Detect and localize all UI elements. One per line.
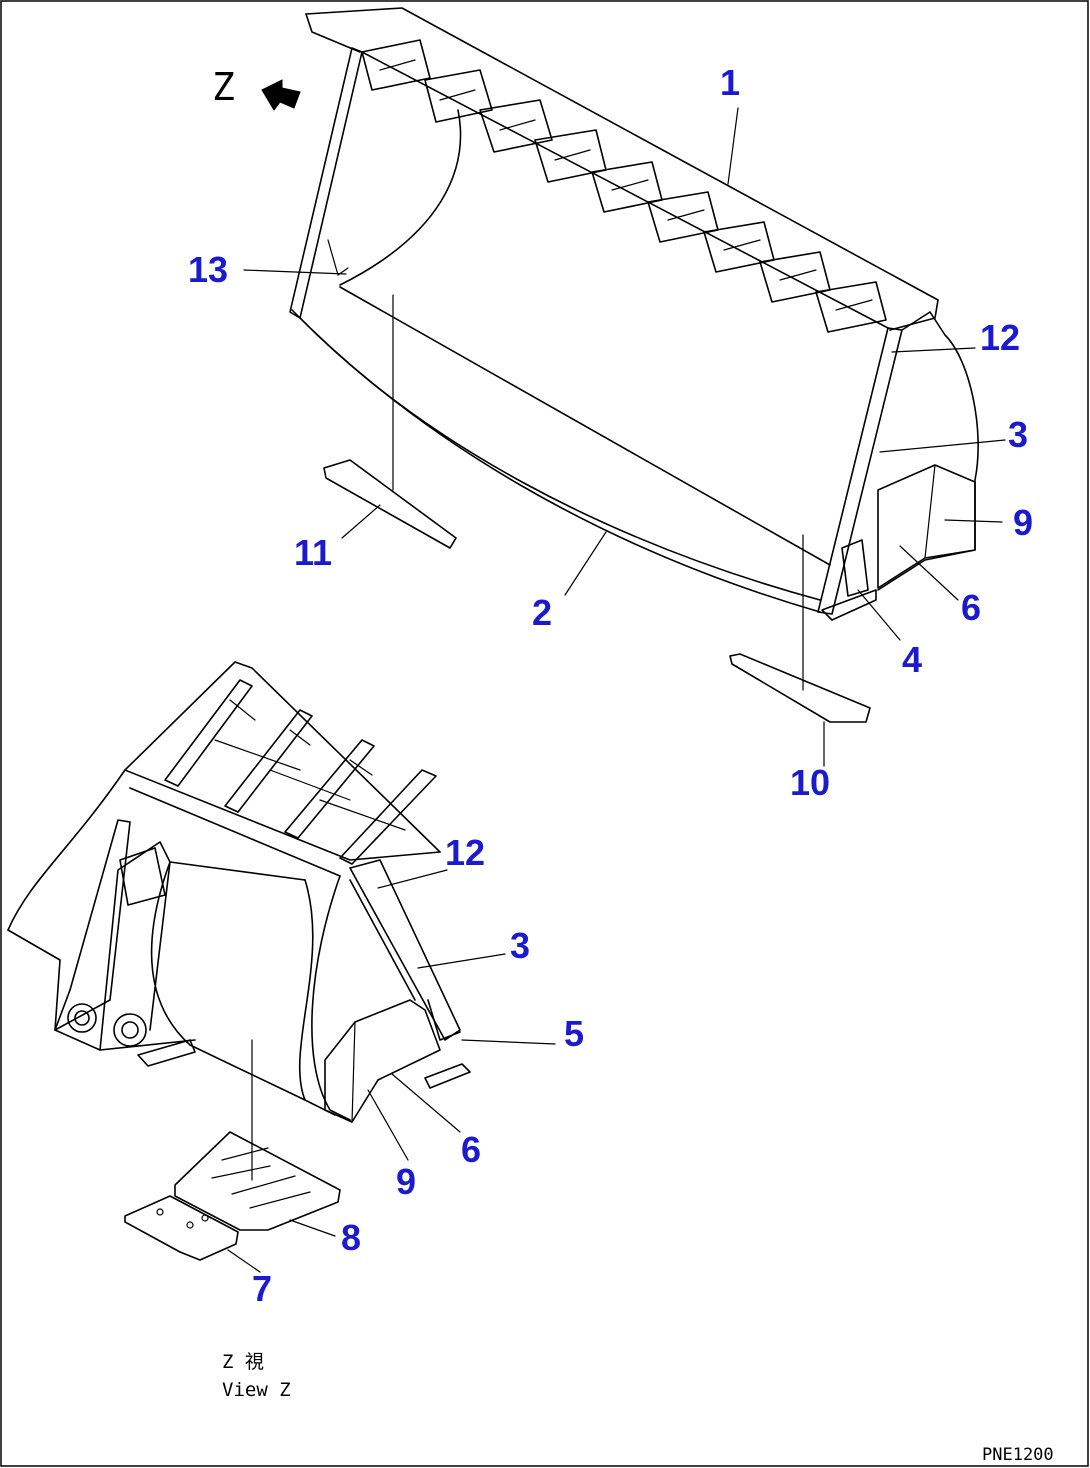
callout-12-view-z[interactable]: 12 (445, 832, 485, 873)
callout-7[interactable]: 7 (252, 1268, 272, 1309)
bucket-front-view (289, 7, 979, 621)
wear-plate-7 (124, 1195, 239, 1261)
callout-4[interactable]: 4 (902, 639, 922, 680)
callout-2[interactable]: 2 (532, 592, 552, 633)
side-cutter (877, 464, 976, 589)
callout-6-view-z[interactable]: 6 (461, 1129, 481, 1170)
cutting-edge (299, 317, 821, 601)
bucket-view-z (7, 661, 471, 1123)
callout-12[interactable]: 12 (980, 317, 1020, 358)
callout-9-view-z[interactable]: 9 (396, 1161, 416, 1202)
side-cutter-view-z (324, 999, 441, 1123)
callout-9[interactable]: 9 (1013, 502, 1033, 543)
callout-3[interactable]: 3 (1008, 414, 1028, 455)
hinge-bracket (54, 819, 131, 1031)
left-side-plate (289, 47, 363, 319)
view-z-letter: Z (212, 65, 235, 109)
callout-5[interactable]: 5 (564, 1013, 584, 1054)
view-caption-japanese: Z 視 (222, 1351, 264, 1373)
top-edge (305, 7, 939, 331)
side-plate-view-z (349, 859, 461, 1041)
tooth-segments (361, 39, 887, 333)
callout-1[interactable]: 1 (720, 62, 740, 103)
callout-8[interactable]: 8 (341, 1217, 361, 1258)
end-bit-5 (424, 1063, 471, 1089)
callout-3-view-z[interactable]: 3 (510, 925, 530, 966)
leader-lines (227, 107, 1006, 1273)
view-caption-english: View Z (222, 1379, 291, 1401)
drawing-code: PNE1200 (982, 1445, 1054, 1465)
view-z-arrow (261, 79, 301, 111)
end-bit-4 (821, 589, 877, 621)
wear-plate-10 (729, 534, 871, 723)
callout-10[interactable]: 10 (790, 762, 830, 803)
callout-13[interactable]: 13 (188, 249, 228, 290)
right-side-plate (817, 327, 903, 615)
callout-11[interactable]: 11 (294, 532, 332, 573)
wear-plate-8 (174, 1039, 341, 1231)
wear-plate-11 (323, 294, 457, 549)
callout-6[interactable]: 6 (961, 587, 981, 628)
